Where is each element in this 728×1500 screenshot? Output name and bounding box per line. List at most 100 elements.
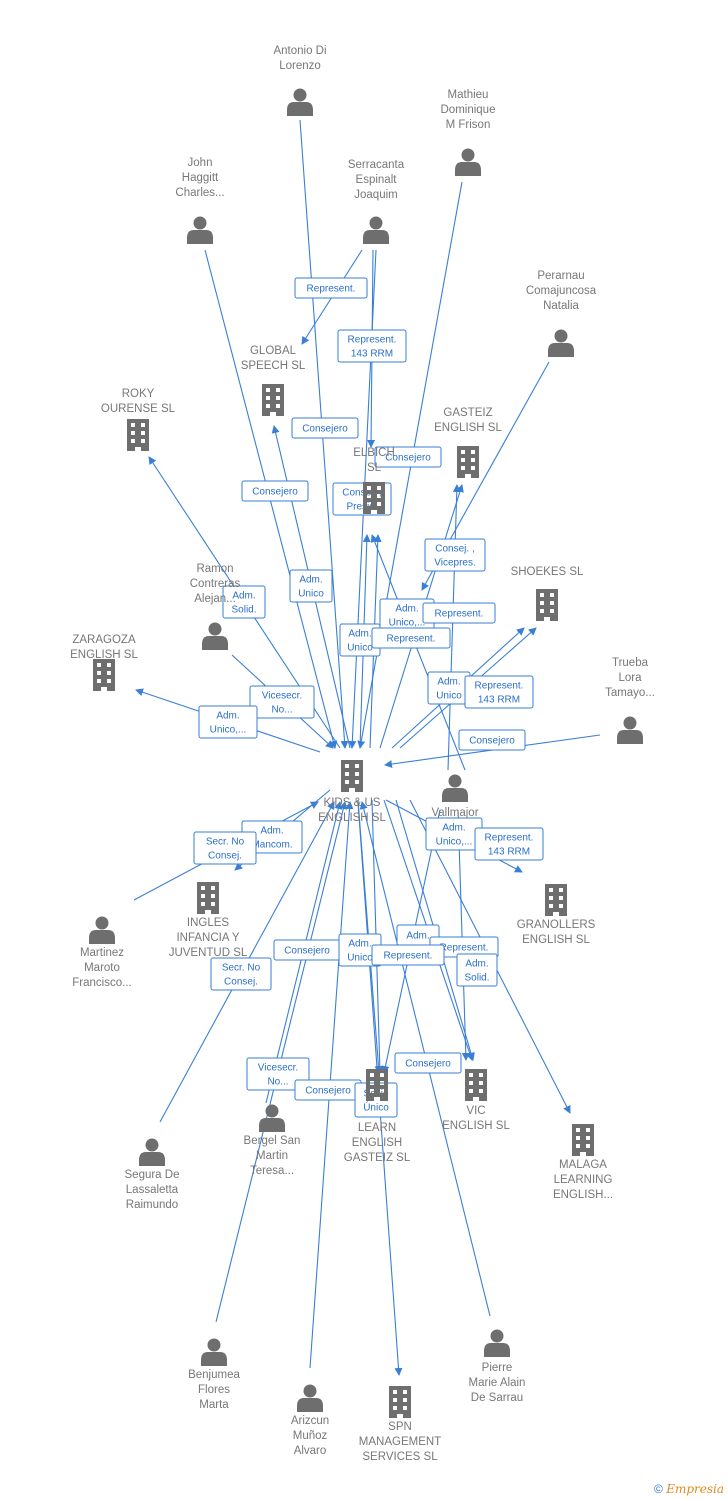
node-label[interactable]: Pierre bbox=[482, 1362, 513, 1374]
node-label[interactable]: SL bbox=[367, 462, 382, 474]
edge-label[interactable]: Consejero bbox=[458, 729, 526, 751]
edge-label[interactable]: Adm. bbox=[396, 924, 440, 946]
person-icon[interactable] bbox=[287, 88, 313, 117]
person-icon[interactable] bbox=[548, 329, 574, 358]
node-label[interactable]: ZARAGOZA bbox=[72, 634, 136, 646]
node-label[interactable]: Vallmajor bbox=[431, 807, 478, 819]
node-global[interactable]: GLOBAL SPEECH SL bbox=[241, 345, 306, 416]
building-icon[interactable] bbox=[572, 1124, 594, 1156]
node-label[interactable]: Bergel San bbox=[244, 1135, 301, 1147]
building-icon[interactable] bbox=[389, 1386, 411, 1418]
node-label[interactable]: Perarnau bbox=[537, 270, 584, 282]
edge-label[interactable]: Consejero bbox=[241, 480, 309, 502]
person-icon[interactable] bbox=[297, 1384, 323, 1413]
node-label[interactable]: Trueba bbox=[612, 657, 649, 669]
node-label[interactable]: Antonio Di bbox=[273, 45, 326, 57]
node-label[interactable]: Lorenzo bbox=[279, 60, 321, 72]
empresia-logo[interactable]: Empresia bbox=[666, 1482, 724, 1496]
person-icon[interactable] bbox=[202, 622, 228, 651]
node-label[interactable]: OURENSE SL bbox=[101, 403, 176, 415]
node-label[interactable]: Segura De bbox=[125, 1169, 180, 1181]
node-label[interactable]: Contreras bbox=[190, 578, 241, 590]
node-label[interactable]: MANAGEMENT bbox=[359, 1436, 441, 1448]
node-label[interactable]: MALAGA bbox=[559, 1159, 607, 1171]
person-icon[interactable] bbox=[139, 1138, 165, 1167]
node-label[interactable]: GLOBAL bbox=[250, 345, 297, 357]
node-label[interactable]: Benjumea bbox=[188, 1369, 240, 1381]
node-label[interactable]: ENGLISH SL bbox=[70, 649, 138, 661]
node-label[interactable]: ELBICH bbox=[353, 447, 395, 459]
node-john[interactable]: JohnHaggittCharles... bbox=[175, 157, 225, 245]
node-label[interactable]: Haggitt bbox=[182, 172, 219, 184]
node-vic[interactable]: VIC ENGLISH SL bbox=[442, 1069, 510, 1132]
edge-label[interactable]: Adm.Solid. bbox=[222, 585, 266, 619]
person-icon[interactable] bbox=[187, 216, 213, 245]
edge-label[interactable]: Consejero bbox=[394, 1052, 462, 1074]
person-icon[interactable] bbox=[259, 1104, 285, 1133]
node-label[interactable]: ENGLISH SL bbox=[442, 1120, 510, 1132]
node-bergel[interactable]: Bergel SanMartinTeresa... bbox=[244, 1104, 301, 1178]
node-label[interactable]: ENGLISH SL bbox=[318, 812, 386, 824]
edge-label[interactable]: Represent. bbox=[422, 602, 496, 624]
edge-label[interactable]: Consej. ,Vicepres. bbox=[424, 538, 486, 572]
node-label[interactable]: Martinez bbox=[80, 947, 124, 959]
edge-label[interactable]: Adm.Unico bbox=[338, 933, 382, 967]
edge-label[interactable]: Vicesecr.No... bbox=[249, 685, 315, 719]
node-label[interactable]: SPN bbox=[388, 1421, 412, 1433]
node-label[interactable]: Arizcun bbox=[291, 1415, 329, 1427]
node-roky[interactable]: ROKY OURENSE SL bbox=[101, 388, 176, 451]
building-icon[interactable] bbox=[457, 446, 479, 478]
node-label[interactable]: M Frison bbox=[446, 119, 491, 131]
node-label[interactable]: Dominique bbox=[441, 104, 496, 116]
node-label[interactable]: INGLES bbox=[187, 917, 230, 929]
node-label[interactable]: Maroto bbox=[84, 962, 120, 974]
building-icon[interactable] bbox=[341, 760, 363, 792]
node-label[interactable]: SPEECH SL bbox=[241, 360, 306, 372]
node-label[interactable]: Comajuncosa bbox=[526, 285, 597, 297]
person-icon[interactable] bbox=[89, 916, 115, 945]
node-label[interactable]: Ramon bbox=[196, 563, 233, 575]
node-label[interactable]: GASTEIZ bbox=[443, 407, 492, 419]
edge-label[interactable]: Consejero bbox=[273, 939, 341, 961]
edge-label[interactable]: Adm.Mancom. bbox=[241, 820, 303, 854]
node-label[interactable]: ENGLISH... bbox=[553, 1189, 613, 1201]
node-label[interactable]: LEARNING bbox=[554, 1174, 613, 1186]
node-label[interactable]: ROKY bbox=[122, 388, 155, 400]
node-label[interactable]: Serracanta bbox=[348, 159, 405, 171]
node-label[interactable]: LEARN bbox=[358, 1122, 396, 1134]
node-label[interactable]: Teresa... bbox=[250, 1165, 294, 1177]
building-icon[interactable] bbox=[545, 884, 567, 916]
node-trueba[interactable]: TruebaLoraTamayo... bbox=[605, 657, 655, 744]
node-label[interactable]: VIC bbox=[466, 1105, 485, 1117]
node-label[interactable]: Flores bbox=[198, 1384, 230, 1396]
node-label[interactable]: Natalia bbox=[543, 300, 579, 312]
node-label[interactable]: Marie Alain bbox=[469, 1377, 526, 1389]
person-icon[interactable] bbox=[201, 1338, 227, 1367]
node-label[interactable]: Lassaletta bbox=[126, 1184, 179, 1196]
edge-label[interactable]: Adm.Unico,... bbox=[198, 705, 258, 739]
node-label[interactable]: SHOEKES SL bbox=[511, 566, 584, 578]
edge-label[interactable]: Adm.Solid. bbox=[456, 953, 498, 987]
node-label[interactable]: Mathieu bbox=[448, 89, 489, 101]
person-icon[interactable] bbox=[442, 774, 468, 803]
node-label[interactable]: INFANCIA Y bbox=[176, 932, 239, 944]
building-icon[interactable] bbox=[93, 659, 115, 691]
node-label[interactable]: De Sarrau bbox=[471, 1392, 523, 1404]
node-label[interactable]: ENGLISH SL bbox=[434, 422, 502, 434]
person-icon[interactable] bbox=[363, 216, 389, 245]
building-icon[interactable] bbox=[363, 482, 385, 514]
edge-label[interactable]: Represent. bbox=[371, 944, 445, 966]
node-antonio[interactable]: Antonio Di Lorenzo bbox=[273, 45, 327, 117]
edge-label[interactable]: Consejero bbox=[294, 1079, 362, 1101]
edge-label[interactable]: Represent. bbox=[371, 627, 451, 649]
